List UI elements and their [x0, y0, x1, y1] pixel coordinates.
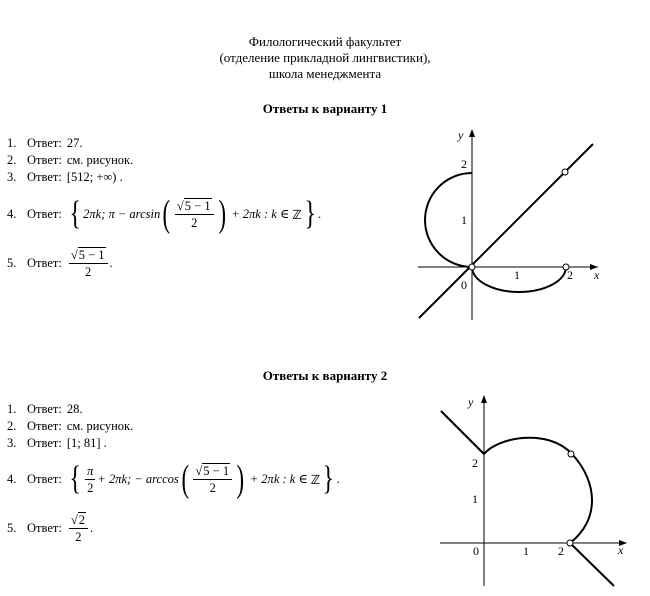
- y-axis-arrow-icon: [469, 129, 475, 137]
- variant-2-answer-1: 1. Ответ: 28.: [7, 401, 83, 416]
- y-tick-label: 1: [472, 492, 478, 506]
- fraction: √5 − 1 2: [68, 246, 108, 280]
- x-tick-label: 2: [558, 544, 564, 558]
- fraction: √5 − 1 2: [193, 462, 233, 496]
- faculty-header: Филологический факультет (отделение прик…: [0, 34, 650, 82]
- open-point: [566, 539, 574, 547]
- variant-2-answer-4: 4. Ответ: { π 2 + 2πk; − arccos ( √5 − 1…: [7, 458, 340, 500]
- header-line-2: (отделение прикладной лингвистики),: [219, 50, 431, 65]
- open-point: [567, 450, 575, 458]
- variant-1-answer-2: 2. Ответ: см. рисунок.: [7, 152, 134, 167]
- variant-2-answer-5: 5. Ответ: √2 2 .: [7, 511, 94, 545]
- variant-1-title: Ответы к варианту 1: [262, 101, 388, 116]
- variant-1-answer-4: 4. Ответ: { 2πk; π − arcsin ( √5 − 1 2 )…: [7, 193, 322, 235]
- variant-2-answer-3: 3. Ответ: [1; 81] .: [7, 435, 107, 450]
- variant-2-title: Ответы к варианту 2: [262, 368, 388, 383]
- header-line-3: школа менеджмента: [268, 66, 382, 81]
- variant-1-answer-1: 1. Ответ: 27.: [7, 135, 83, 150]
- fraction: √2 2: [68, 511, 88, 545]
- fraction: √5 − 1 2: [174, 197, 214, 231]
- y-axis-label: y: [467, 395, 474, 409]
- y-axis-label: y: [457, 128, 464, 142]
- origin-label: 0: [461, 278, 467, 292]
- y-tick-label: 1: [461, 213, 467, 227]
- variant-1-answer-3: 3. Ответ: [512; +∞) .: [7, 169, 123, 184]
- variant-1-graph: y x 0 1 2 1 2: [418, 128, 600, 320]
- big-arc: [483, 436, 593, 544]
- x-axis-arrow-icon: [590, 264, 598, 270]
- x-axis-arrow-icon: [619, 540, 627, 546]
- y-axis-arrow-icon: [481, 395, 487, 403]
- open-point: [468, 263, 476, 271]
- open-point: [562, 263, 570, 271]
- x-tick-label: 2: [567, 268, 573, 282]
- variant-2-graph: y x 0 1 2 1 2: [440, 395, 627, 587]
- x-tick-label: 1: [514, 268, 520, 282]
- fraction: π 2: [85, 463, 96, 495]
- origin-label: 0: [473, 544, 479, 558]
- y-tick-label: 2: [461, 157, 467, 171]
- variant-2-answer-2: 2. Ответ: см. рисунок.: [7, 418, 134, 433]
- right-diagonal: [569, 542, 615, 587]
- lower-arc: [471, 266, 567, 293]
- x-axis-label: x: [617, 543, 624, 557]
- left-diagonal: [440, 410, 485, 455]
- left-arc: [424, 172, 473, 268]
- y-tick-label: 2: [472, 456, 478, 470]
- header-line-1: Филологический факультет: [248, 34, 402, 49]
- x-tick-label: 1: [523, 544, 529, 558]
- x-axis-label: x: [593, 268, 600, 282]
- variant-1-answer-5: 5. Ответ: √5 − 1 2 .: [7, 246, 113, 280]
- open-point: [561, 168, 569, 176]
